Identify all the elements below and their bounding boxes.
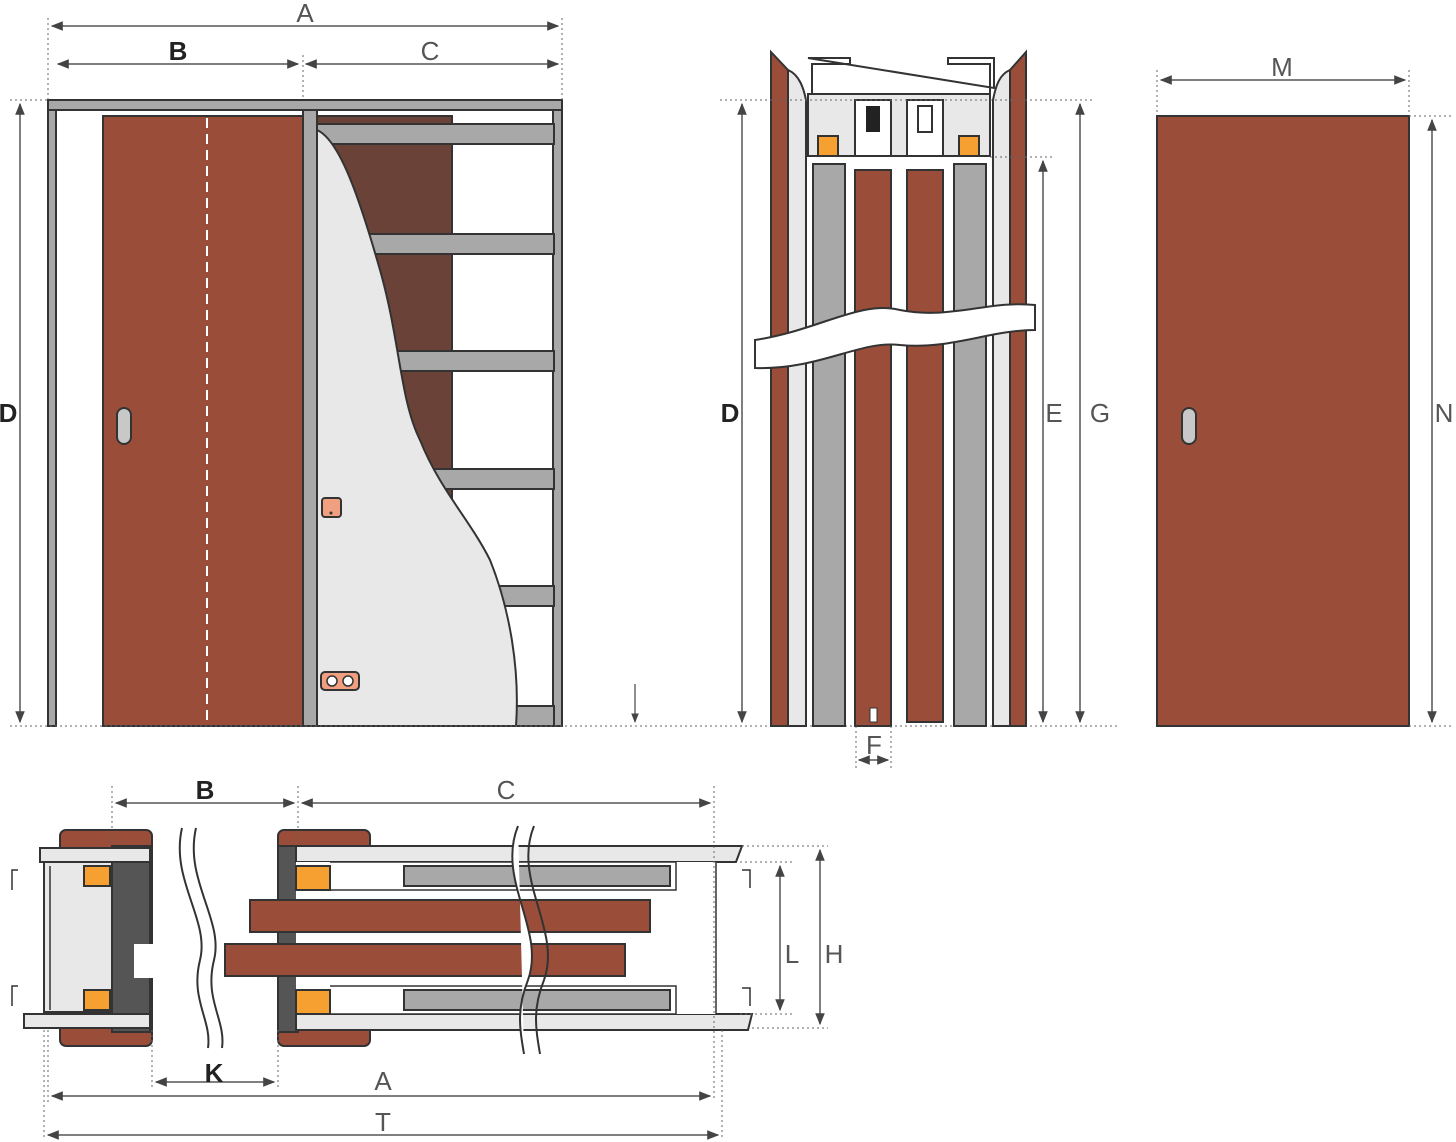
- dim-label-d-side: D: [721, 398, 740, 428]
- dim-label-m: M: [1271, 52, 1293, 82]
- dim-label-t: T: [375, 1107, 391, 1137]
- wall-plaster-cutaway: [316, 128, 518, 727]
- front-center-post: [302, 109, 318, 727]
- front-door-leaf: [102, 115, 304, 727]
- dim-label-e: E: [1045, 398, 1062, 428]
- front-elevation: [10, 99, 1120, 727]
- dim-label-b-plan: B: [196, 775, 215, 805]
- dim-label-d-front: D: [0, 398, 17, 428]
- dim-label-l: L: [785, 939, 799, 969]
- door-handle-icon: [116, 407, 132, 445]
- dim-label-n: N: [1435, 398, 1454, 428]
- front-header-beam: [47, 99, 563, 111]
- dim-label-k: K: [205, 1058, 224, 1088]
- wall-socket-icon: [320, 671, 360, 691]
- plan-dimensions: [43, 786, 828, 1140]
- side-section: [754, 49, 1036, 727]
- door-handle-icon: [1181, 407, 1197, 445]
- dim-label-f: F: [866, 730, 882, 760]
- dim-label-h: H: [825, 939, 844, 969]
- plan-section: [11, 825, 754, 1055]
- dim-label-g: G: [1090, 398, 1110, 428]
- door-leaf-elevation: [1156, 70, 1452, 727]
- dim-label-b-top: B: [169, 36, 188, 66]
- front-dimensions: [10, 18, 563, 724]
- dim-label-c-top: C: [421, 36, 440, 66]
- dim-label-c-plan: C: [497, 775, 516, 805]
- wall-switch-icon: [321, 497, 342, 518]
- dim-label-a-top: A: [296, 0, 314, 28]
- dim-label-a-plan: A: [374, 1066, 392, 1096]
- front-right-post: [552, 109, 563, 727]
- side-dimensions: [720, 99, 1095, 770]
- front-left-jamb: [47, 109, 57, 727]
